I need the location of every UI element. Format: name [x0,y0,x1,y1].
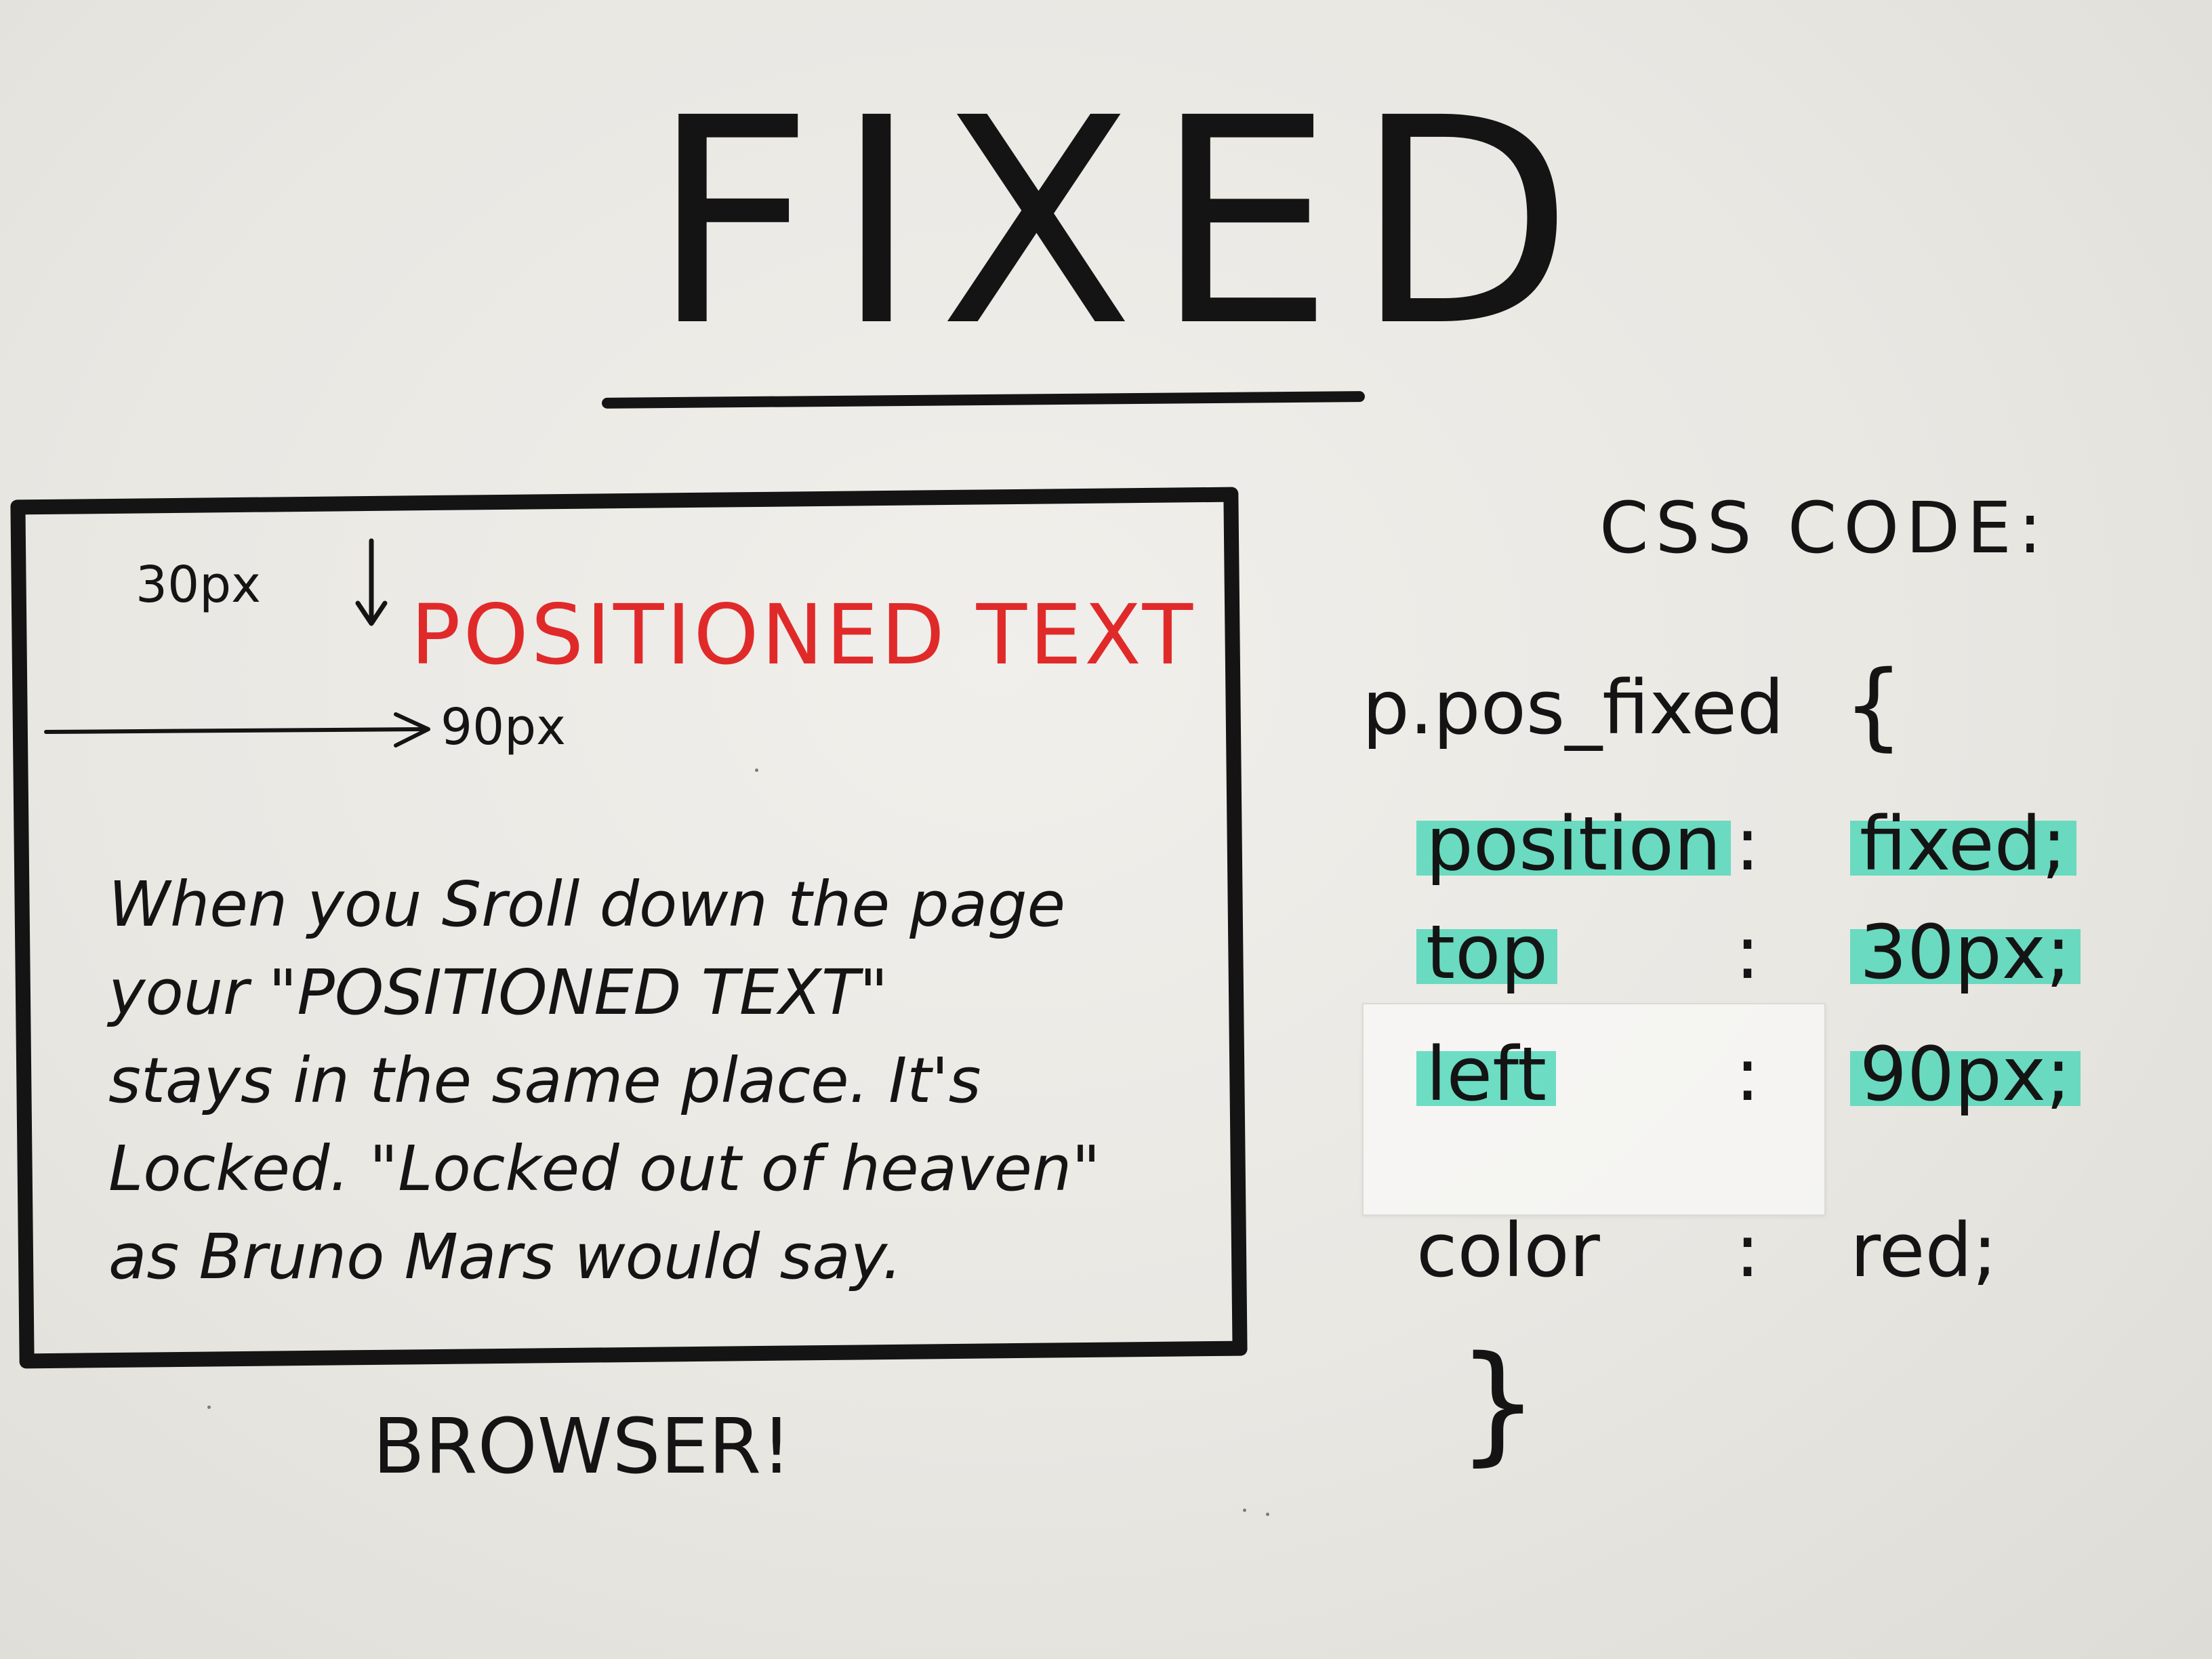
property-separator: : [1735,909,1761,996]
description-line: stays in the same place. It's [108,1044,981,1117]
close-brace: } [1457,1328,1539,1478]
property-value: red; [1850,1207,1998,1294]
marker-speck [1243,1509,1246,1512]
marker-speck [207,1406,211,1409]
css-selector: p.pos_fixed [1362,664,1784,751]
open-brace: { [1843,651,1904,761]
top-offset-label: 30px [136,556,261,614]
marker-speck [755,769,758,772]
property-separator: : [1735,1031,1761,1118]
property-name: color [1416,1207,1600,1294]
css-code-heading: CSS CODE: [1599,487,2049,569]
browser-label: BROWSER! [373,1403,792,1491]
down-arrow-icon [355,538,388,626]
description-line: your "POSITIONED TEXT" [108,956,888,1029]
css-property-row: left : 90px; [1416,1030,2189,1118]
browser-description: When you Sroll down the page your "POSIT… [108,861,1220,1301]
left-offset-label: 90px [441,698,566,756]
css-property-row: position : fixed; [1416,800,2189,888]
css-property-row: top : 30px; [1416,908,2189,996]
property-separator: : [1735,1207,1761,1294]
positioned-text: POSITIONED TEXT [411,587,1196,683]
title-underline [601,391,1366,409]
property-name: position [1416,800,1731,888]
description-line: When you Sroll down the page [108,868,1066,941]
property-value: 30px; [1850,908,2081,996]
property-separator: : [1735,800,1761,887]
property-name: top [1416,908,1558,996]
property-name: left [1416,1030,1557,1118]
description-line: Locked. "Locked out of heaven" [108,1132,1101,1205]
property-value: 90px; [1850,1030,2081,1118]
description-line: as Bruno Mars would say. [108,1221,903,1293]
property-value: fixed; [1850,800,2076,888]
right-arrow-icon [44,712,430,747]
page-title: FIXED [651,58,1594,389]
marker-speck [1266,1513,1269,1516]
css-property-row: color : red; [1416,1206,2189,1294]
